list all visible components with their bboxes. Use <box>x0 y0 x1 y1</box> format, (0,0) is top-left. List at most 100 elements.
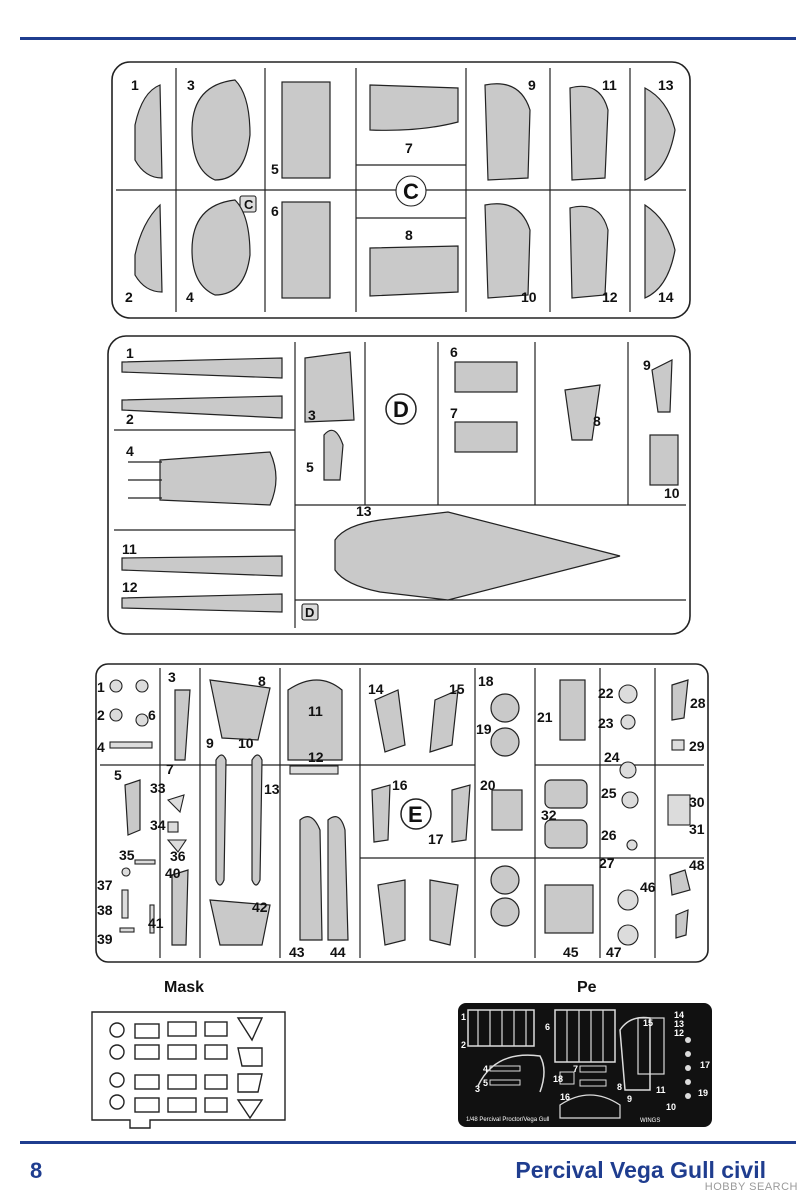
pe-num-4: 4 <box>483 1064 488 1074</box>
sprue-c-part-10 <box>484 203 531 299</box>
sprue-e-part-46 <box>617 889 639 911</box>
sprue-e-part-26 <box>626 839 638 851</box>
pe-num-13: 13 <box>674 1019 684 1029</box>
sprue-d-part-10 <box>649 434 679 486</box>
pe-num-17: 17 <box>700 1060 710 1070</box>
pe-num-5: 5 <box>483 1078 488 1088</box>
sprue-c-part-14 <box>644 203 676 299</box>
sprue-e-num-23: 23 <box>598 715 614 731</box>
sprue-e-part-5 <box>124 779 141 836</box>
sprue-e-num-13: 13 <box>264 781 280 797</box>
sprue-e-part-2 <box>109 708 123 722</box>
sprue-e-part-20 <box>491 789 523 831</box>
sprue-c-num-1: 1 <box>131 77 139 93</box>
sprue-e-part-28a <box>671 679 689 721</box>
sprue-c-num-9: 9 <box>528 77 536 93</box>
sprue-c-gate-letter: C <box>244 197 254 212</box>
sprue-e-num-34: 34 <box>150 817 166 833</box>
sprue-e-part-19a <box>490 693 520 723</box>
sprue-d-part-13 <box>334 511 621 601</box>
sprue-e-num-1: 1 <box>97 679 105 695</box>
sprue-c-num-10: 10 <box>521 289 537 305</box>
sprue-e-part-10 <box>251 754 263 886</box>
sprue-d-part-5 <box>323 429 344 481</box>
pe-num-8: 8 <box>617 1082 622 1092</box>
sprue-e-num-45: 45 <box>563 944 579 960</box>
sprue-e-num-11: 11 <box>308 703 323 719</box>
sprue-c: C C 1 2 3 4 5 6 7 8 9 10 11 <box>111 61 691 319</box>
sprue-e-num-38: 38 <box>97 902 113 918</box>
sprue-e-part-7 <box>174 689 191 761</box>
sprue-c-num-4: 4 <box>186 289 194 305</box>
sprue-c-num-2: 2 <box>125 289 133 305</box>
sprue-d-num-10: 10 <box>664 485 680 501</box>
sprue-e-part-30 <box>667 794 691 826</box>
sprue-e-num-3: 3 <box>168 669 176 685</box>
sprue-e-part-8 <box>209 679 271 741</box>
sprue-e: E 1 2 3 4 5 6 7 8 9 10 11 12 13 14 15 16… <box>95 663 709 963</box>
sprue-c-part-2 <box>134 203 163 293</box>
pe-num-9: 9 <box>627 1094 632 1104</box>
sprue-d-num-1: 1 <box>126 345 134 361</box>
sprue-d-num-6: 6 <box>450 344 458 360</box>
bottom-rule <box>20 1141 796 1144</box>
sprue-d-num-7: 7 <box>450 405 458 421</box>
sprue-d-part-12 <box>121 593 283 613</box>
pe-num-14: 14 <box>674 1010 684 1020</box>
sprue-e-num-15: 15 <box>449 681 465 697</box>
sprue-d-part-3 <box>304 351 355 423</box>
sprue-e-part-43 <box>299 816 323 941</box>
sprue-e-num-17: 17 <box>428 831 444 847</box>
pe-num-11: 11 <box>656 1085 666 1095</box>
sprue-e-num-31: 31 <box>689 821 705 837</box>
sprue-e-num-40: 40 <box>165 865 181 881</box>
sprue-e-num-6: 6 <box>148 707 156 723</box>
sprue-e-part-19b <box>490 727 520 757</box>
sprue-d-part-1 <box>121 357 283 379</box>
sprue-c-part-3 <box>191 79 251 181</box>
sprue-d-part-8 <box>564 384 601 441</box>
sprue-e-part-45 <box>544 884 594 934</box>
sprue-e-num-42: 42 <box>252 899 268 915</box>
sprue-e-num-37: 37 <box>97 877 113 893</box>
sprue-d-num-4: 4 <box>126 443 134 459</box>
pe-num-7: 7 <box>573 1064 578 1074</box>
sprue-e-num-14: 14 <box>368 681 384 697</box>
sprue-c-part-9 <box>484 83 531 181</box>
sprue-e-letter: E <box>408 802 423 827</box>
sprue-d-part-7 <box>454 421 518 453</box>
sprue-d-part-11 <box>121 555 283 577</box>
sprue-e-num-27: 27 <box>599 855 615 871</box>
sprue-e-part-22 <box>618 684 638 704</box>
sprue-e-num-39: 39 <box>97 931 113 947</box>
sprue-e-num-21: 21 <box>537 709 553 725</box>
pe-num-12: 12 <box>674 1028 684 1038</box>
sprue-e-part-33 <box>166 794 185 814</box>
sprue-d-part-9 <box>651 359 673 413</box>
sprue-d-num-13: 13 <box>356 503 372 519</box>
photoetch-fret <box>458 1003 712 1127</box>
sprue-d-part-2 <box>121 395 283 419</box>
sprue-e-part-39 <box>119 927 135 933</box>
sprue-e-num-46: 46 <box>640 879 656 895</box>
sprue-e-num-9: 9 <box>206 735 214 751</box>
sprue-c-part-7 <box>369 84 459 131</box>
sprue-e-part-32a <box>544 779 588 809</box>
sprue-c-part-5 <box>281 81 331 179</box>
mask-label: Mask <box>164 979 204 996</box>
sprue-e-part-23 <box>620 714 636 730</box>
sprue-e-num-30: 30 <box>689 794 705 810</box>
sprue-c-num-8: 8 <box>405 227 413 243</box>
sprue-d-part-6 <box>454 361 518 393</box>
sprue-d-gate-letter: D <box>305 605 314 620</box>
sprue-e-num-18: 18 <box>478 673 494 689</box>
sprue-e-part-37 <box>121 867 131 877</box>
sprue-c-num-7: 7 <box>405 140 413 156</box>
mask-sheet: Mask <box>91 979 286 1129</box>
pe-num-2: 2 <box>461 1040 466 1050</box>
sprue-e-part-35 <box>134 859 156 865</box>
sprue-e-part-34 <box>167 821 179 833</box>
sprue-c-part-11 <box>569 85 609 181</box>
sprue-e-part-29 <box>671 739 685 751</box>
sprue-c-part-12 <box>569 205 609 299</box>
